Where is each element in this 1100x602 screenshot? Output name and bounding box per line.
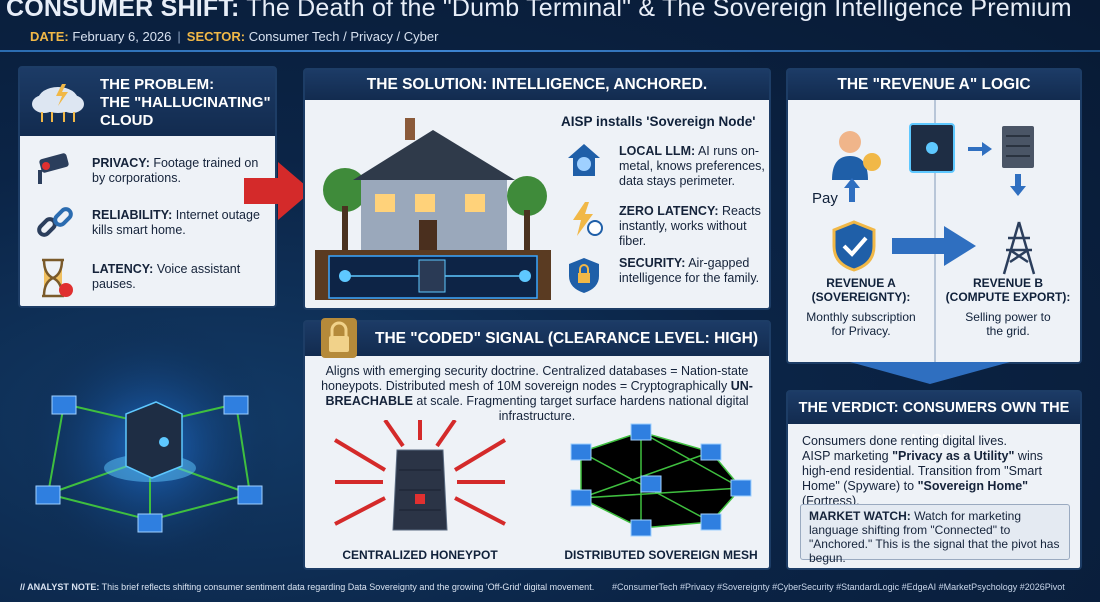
revenue-divider xyxy=(934,100,936,362)
solution-panel: THE SOLUTION: INTELLIGENCE, ANCHORED. AI… xyxy=(303,68,771,310)
house-illustration xyxy=(315,118,551,300)
feature-security: SECURITY: Air-gapped intelligence for th… xyxy=(619,256,760,285)
user-coin-icon xyxy=(832,131,881,180)
shield-check-icon xyxy=(832,220,876,272)
problem-header: THE PROBLEM: THE "HALLUCINATING" CLOUD xyxy=(20,68,275,136)
problem-panel: THE PROBLEM: THE "HALLUCINATING" CLOUD P… xyxy=(18,66,277,308)
revenue-flow-arrow xyxy=(892,226,976,266)
shield-lock-icon xyxy=(569,258,599,293)
problem-title: THE PROBLEM: THE "HALLUCINATING" CLOUD xyxy=(100,76,271,129)
server-rack-icon xyxy=(1002,126,1034,168)
coded-signal-panel: THE "CODED" SIGNAL (CLEARANCE LEVEL: HIG… xyxy=(303,318,771,570)
revenue-b-title: REVENUE B (COMPUTE EXPORT): xyxy=(945,276,1071,304)
verdict-title: THE VERDICT: CONSUMERS OWN THE LOCK. xyxy=(788,392,1080,448)
verdict-panel: THE VERDICT: CONSUMERS OWN THE LOCK. Con… xyxy=(786,390,1082,570)
arrow-right-icon xyxy=(968,142,992,156)
feature-local-llm: LOCAL LLM: AI runs on-metal, knows prefe… xyxy=(619,144,765,188)
pay-label: Pay xyxy=(812,190,838,207)
revenue-b-text: Selling power to the grid. xyxy=(965,310,1051,338)
server-node-icon xyxy=(909,123,955,173)
problem-latency: LATENCY: Voice assistant pauses. xyxy=(92,262,241,291)
market-watch-box: MARKET WATCH: Watch for marketing langua… xyxy=(800,504,1070,565)
globe-mesh-illustration xyxy=(20,318,280,578)
revenue-a-title: REVENUE A (SOVEREIGNTY): xyxy=(811,276,911,304)
problem-reliability: RELIABILITY: Internet outage kills smart… xyxy=(92,208,260,237)
brain-house-icon xyxy=(568,144,600,176)
footer-tags: #ConsumerTech #Privacy #Sovereignty #Cyb… xyxy=(612,582,1065,592)
security-camera-icon xyxy=(38,153,69,184)
header-meta: DATE: February 6, 2026|SECTOR: Consumer … xyxy=(30,29,439,44)
power-tower-icon xyxy=(1002,221,1036,275)
hourglass-icon xyxy=(42,258,73,298)
honeypot-label: CENTRALIZED HONEYPOT xyxy=(342,548,498,562)
feature-zero-latency: ZERO LATENCY: Reacts instantly, works wi… xyxy=(619,204,761,248)
verdict-body: Consumers done renting digital lives. AI… xyxy=(802,434,1043,508)
revenue-panel: THE "REVENUE A" LOGIC Pay REVENUE A (SOV… xyxy=(786,68,1082,364)
coded-body: Aligns with emerging security doctrine. … xyxy=(321,364,753,423)
header-divider xyxy=(0,50,1100,52)
padlock-icon xyxy=(321,318,357,358)
problem-privacy: PRIVACY: Footage trained on by corporati… xyxy=(92,156,259,185)
revenue-a-text: Monthly subscription for Privacy. xyxy=(806,310,916,338)
page-title: CONSUMER SHIFT: The Death of the "Dumb T… xyxy=(6,0,1072,22)
broken-link-icon xyxy=(37,207,73,237)
lightning-clock-icon xyxy=(573,202,603,236)
footer: // ANALYST NOTE: This brief reflects shi… xyxy=(20,582,1065,592)
revenue-to-verdict-arrow xyxy=(850,362,1010,384)
problem-to-solution-arrow xyxy=(244,162,312,220)
pay-arrow-icon xyxy=(844,178,860,202)
mesh-label: DISTRIBUTED SOVEREIGN MESH xyxy=(564,548,758,562)
revenue-title: THE "REVENUE A" LOGIC xyxy=(788,70,1080,100)
honeypot-illustration xyxy=(333,420,507,531)
mesh-illustration xyxy=(570,423,752,537)
coded-title: THE "CODED" SIGNAL (CLEARANCE LEVEL: HIG… xyxy=(305,322,769,356)
cloud-icon xyxy=(32,84,84,122)
arrow-down-icon xyxy=(1010,174,1026,196)
sovereign-node-heading: AISP installs 'Sovereign Node' xyxy=(561,114,756,129)
solution-title: THE SOLUTION: INTELLIGENCE, ANCHORED. xyxy=(305,70,769,100)
